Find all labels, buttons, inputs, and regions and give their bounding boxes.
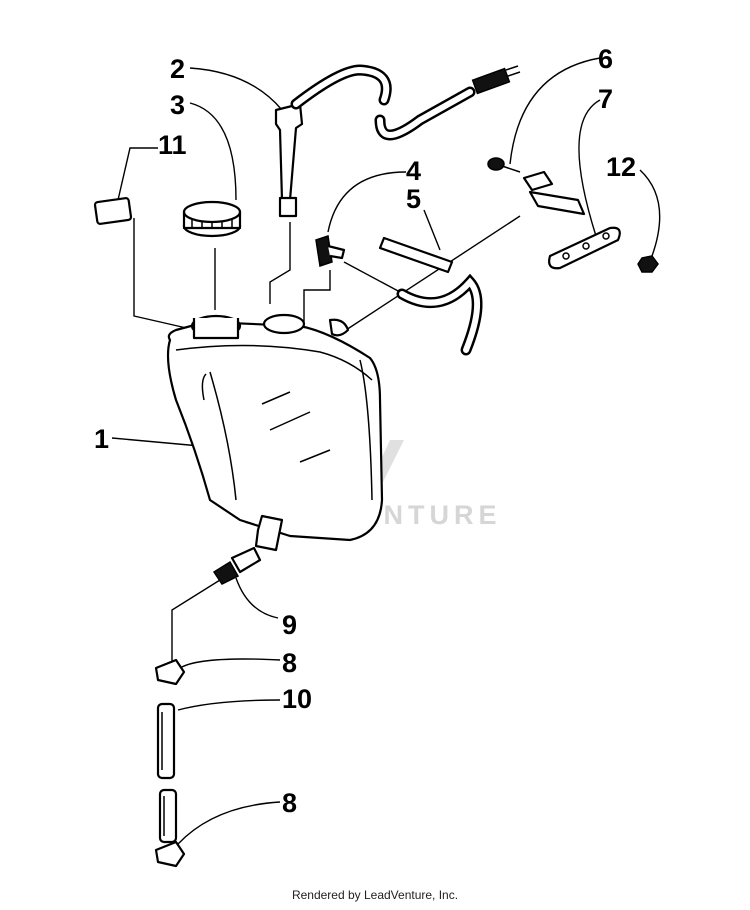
callout-11: 11 bbox=[158, 130, 187, 160]
wire-connector bbox=[471, 67, 511, 95]
fitting-barb bbox=[327, 244, 346, 260]
leader-3 bbox=[189, 102, 237, 201]
screw-head bbox=[487, 157, 505, 171]
callout-10: 10 bbox=[282, 684, 312, 714]
leader-8b bbox=[177, 801, 281, 845]
drain-fitting bbox=[212, 546, 262, 585]
assembly-line-2 bbox=[269, 222, 291, 304]
leader-7 bbox=[578, 99, 601, 237]
oil-tank bbox=[166, 313, 384, 552]
screw bbox=[487, 157, 586, 216]
leader-lines bbox=[111, 57, 661, 845]
tank-top-edge bbox=[175, 344, 373, 381]
tank-body bbox=[166, 320, 384, 542]
assembly-line-9 bbox=[171, 579, 221, 668]
tank-side-edge bbox=[359, 359, 373, 501]
sensor-tip bbox=[278, 196, 298, 218]
callout-5: 5 bbox=[406, 184, 421, 214]
callout-12: 12 bbox=[606, 152, 636, 182]
tank-front-edge bbox=[209, 371, 237, 501]
level-sensor bbox=[274, 64, 521, 218]
filler-cap bbox=[182, 200, 242, 238]
cap-top bbox=[182, 200, 242, 224]
tank-highlight bbox=[261, 391, 331, 463]
screw-clamp bbox=[528, 190, 586, 216]
drain-hose-upper bbox=[156, 702, 176, 780]
hose-curved-piece bbox=[396, 273, 483, 356]
footer-credit: Rendered by LeadVenture, Inc. bbox=[291, 888, 459, 902]
assembly-line-5 bbox=[343, 261, 401, 293]
tank-filler-thread bbox=[192, 318, 240, 340]
callout-7: 7 bbox=[598, 84, 613, 114]
leader-4 bbox=[327, 171, 407, 233]
assembly-line-bracket bbox=[345, 215, 521, 331]
callout-3: 3 bbox=[170, 90, 185, 120]
tank-corner bbox=[201, 373, 207, 401]
callout-1: 1 bbox=[94, 424, 109, 454]
mounting-bracket bbox=[548, 226, 621, 270]
leader-5 bbox=[423, 209, 441, 251]
callout-9: 9 bbox=[282, 610, 297, 640]
drain-fitting-nut bbox=[212, 560, 240, 585]
leader-8a bbox=[179, 658, 281, 669]
vent-fitting bbox=[315, 235, 346, 267]
tank-outlet bbox=[254, 514, 284, 552]
tank-mount-tab bbox=[328, 318, 350, 337]
leader-12 bbox=[639, 169, 661, 257]
callout-8-upper: 8 bbox=[282, 648, 297, 678]
assembly-line-11 bbox=[133, 218, 205, 333]
leader-11 bbox=[117, 147, 158, 201]
callout-6: 6 bbox=[598, 44, 613, 74]
hose-clamp-lower bbox=[154, 840, 186, 868]
connector-pins bbox=[505, 65, 521, 77]
sensor-body bbox=[274, 102, 304, 202]
callout-labels: 1 2 3 4 5 6 7 8 8 9 10 11 12 bbox=[94, 44, 636, 818]
fitting-body bbox=[315, 235, 333, 267]
hose-clamp-upper bbox=[154, 658, 186, 686]
leader-6 bbox=[509, 57, 601, 165]
drain-hose bbox=[156, 702, 178, 844]
decal-plate bbox=[93, 197, 133, 225]
drain-hose-lower bbox=[158, 788, 178, 844]
screw-shank bbox=[501, 165, 521, 173]
assembly-line-4 bbox=[303, 270, 331, 322]
assembly-lines bbox=[133, 215, 521, 668]
hose-straight-piece bbox=[378, 236, 454, 274]
tank-sender-port bbox=[262, 313, 306, 335]
leader-2 bbox=[189, 67, 283, 111]
drain-fitting-body bbox=[230, 546, 262, 574]
leader-1 bbox=[111, 437, 201, 447]
callout-4: 4 bbox=[406, 156, 421, 186]
screw-block bbox=[522, 170, 554, 192]
leader-10 bbox=[177, 699, 281, 711]
callout-8-lower: 8 bbox=[282, 788, 297, 818]
hex-nut bbox=[637, 255, 659, 273]
leader-9 bbox=[235, 577, 279, 619]
vent-hose bbox=[378, 236, 483, 356]
callout-2: 2 bbox=[170, 54, 185, 84]
